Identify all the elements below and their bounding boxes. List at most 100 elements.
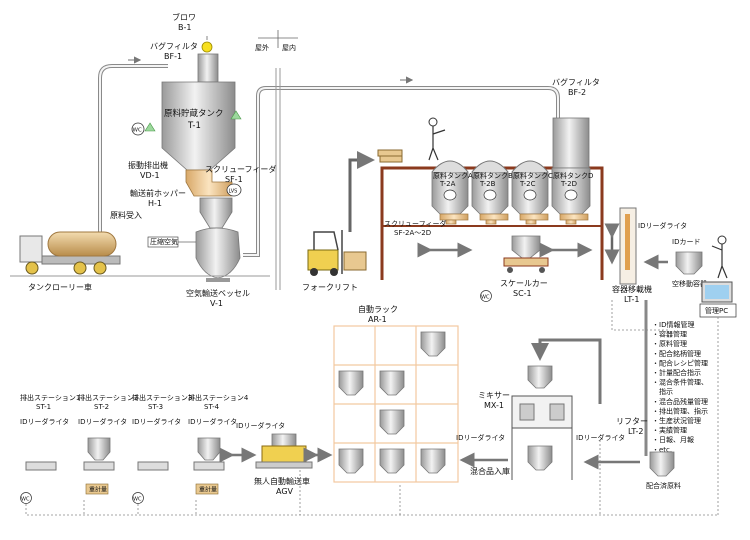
svg-text:WC: WC xyxy=(133,497,142,503)
container-transfer-id: LT-1 xyxy=(624,295,639,304)
bag-filter-1-id: BF-1 xyxy=(164,52,182,61)
raw-receiving-label: 原料受入 xyxy=(110,210,142,220)
svg-text:LVS: LVS xyxy=(229,189,238,195)
mixer-container xyxy=(527,365,553,389)
pc-function-item: ・日報、月報 xyxy=(652,436,694,444)
pc-function-item: ・ID情報管理 xyxy=(652,320,694,329)
id-reader-st4-label: IDリーダライタ xyxy=(188,417,237,426)
discharge-2-id: ST-2 xyxy=(94,403,109,411)
agv-label: 無人自動輸送車 xyxy=(254,476,310,486)
pc-function-item: ・混合条件管理、 xyxy=(652,378,708,387)
triangle-icon xyxy=(230,110,242,120)
discharge-2-label: 排出ステーション2 xyxy=(78,393,138,402)
id-reader-st2-label: IDリーダライタ xyxy=(78,417,127,426)
triangle-icon xyxy=(144,122,156,132)
mixer-label: ミキサー xyxy=(478,391,510,400)
forklift-label: フォークリフト xyxy=(302,283,358,292)
agv-id: AGV xyxy=(276,487,294,496)
storage-tank-label: 原料貯蔵タンク xyxy=(164,108,224,119)
storage-tank-id: T-1 xyxy=(187,121,201,131)
weighing-2-label: 重計量 xyxy=(89,486,107,494)
discharge-3-id: ST-3 xyxy=(148,403,163,411)
tanker-truck xyxy=(19,231,121,275)
mixed-storage-label: 混合品入庫 xyxy=(470,466,510,476)
blower-id: B-1 xyxy=(178,23,191,32)
screw-feeder-2-id: SF-2A〜2D xyxy=(394,229,431,237)
mixed-material-label: 配合済原料 xyxy=(646,481,681,490)
container-transfer-label: 容器移載機 xyxy=(612,284,652,294)
screw-feeder-1-label: スクリューフィーダ xyxy=(205,164,276,174)
screw-feeder-2-label: スクリューフィーダ xyxy=(384,219,446,228)
management-pc-icon xyxy=(701,281,733,303)
bag-filter-1-label: バグフィルタ xyxy=(150,41,198,51)
wc-icon xyxy=(480,290,492,302)
raw-tank-d-id: T-2D xyxy=(560,180,577,188)
id-reader-mixed-label: IDリーダライタ xyxy=(456,433,505,442)
id-reader-1-label: IDリーダライタ xyxy=(638,221,687,230)
auto-rack-label: 自動ラック xyxy=(358,304,398,314)
bag-filter-1 xyxy=(197,53,219,83)
id-reader-mixer-label: IDリーダライタ xyxy=(576,433,625,442)
discharge-1-label: 排出ステーション1 xyxy=(20,393,80,402)
empty-container xyxy=(675,251,703,275)
pc-function-item: ・配合レシピ管理 xyxy=(652,358,708,367)
pc-function-item: ・計量配合指示 xyxy=(652,368,701,377)
indoor-label: 屋内 xyxy=(282,43,296,52)
lifter-id: LT-2 xyxy=(628,427,643,436)
id-card-label: IDカード xyxy=(672,238,700,246)
weighing-4-label: 重計量 xyxy=(199,486,217,494)
pc-function-list: ・ID情報管理・容器管理・原料管理・配合銘柄管理・配合レシピ管理・計量配合指示・… xyxy=(652,320,708,454)
screw-feeder-1-id: SF-1 xyxy=(225,175,243,184)
wc-icon xyxy=(20,492,144,504)
operator-icon xyxy=(711,235,728,279)
svg-text:WC: WC xyxy=(21,497,30,503)
discharge-1-id: ST-1 xyxy=(36,403,51,411)
id-reader-st3-label: IDリーダライタ xyxy=(132,417,181,426)
pre-hopper-label: 輸送前ホッパー xyxy=(130,188,186,198)
bag-stack-icon xyxy=(377,149,403,163)
bag-filter-2-label: バグフィルタ xyxy=(552,77,600,87)
pneumatic-vessel-label: 空気輸送ベッセル xyxy=(186,288,250,298)
pc-function-item: ・実績管理 xyxy=(652,426,687,435)
pc-function-item: ・etc. xyxy=(652,446,672,454)
raw-tank-c-id: T-2C xyxy=(519,180,536,188)
svg-text:WC: WC xyxy=(481,295,490,301)
discharge-station xyxy=(25,437,225,471)
rack-container xyxy=(338,331,446,474)
raw-tank-a-label: 原料タンクA xyxy=(433,171,473,180)
agv-vehicle xyxy=(255,433,313,469)
raw-tank-b-label: 原料タンクB xyxy=(473,171,513,180)
pc-function-item: ・配合銘柄管理 xyxy=(652,349,701,358)
pc-function-item: 指示 xyxy=(652,387,673,396)
vibrating-discharger-label: 振動排出機 xyxy=(128,160,168,170)
mixer-id: MX-1 xyxy=(484,401,504,410)
outdoor-label: 屋外 xyxy=(255,43,269,52)
screw-feeder-2 xyxy=(439,213,589,225)
weighing-4-badge xyxy=(195,483,219,495)
worker-icon xyxy=(428,117,446,161)
vibrating-discharger-id: VD-1 xyxy=(140,171,160,180)
pc-function-item: ・原料管理 xyxy=(652,339,687,348)
lvs-icon xyxy=(443,189,578,201)
pre-transport-hopper xyxy=(199,197,233,229)
pneumatic-vessel xyxy=(195,227,241,279)
blower-icon xyxy=(201,41,213,53)
scale-car-label: スケールカー xyxy=(500,279,548,288)
auto-rack-id: AR-1 xyxy=(368,315,387,324)
network-line xyxy=(25,504,718,516)
lifter-label: リフター xyxy=(616,417,648,426)
raw-tank-d-label: 原料タンクD xyxy=(553,171,593,180)
raw-tank-c-label: 原料タンクC xyxy=(513,171,553,180)
blower-label: ブロワ xyxy=(172,12,196,22)
id-reader-agv-label: IDリーダライタ xyxy=(236,421,285,430)
pneumatic-vessel-id: V-1 xyxy=(210,299,223,308)
pre-hopper-id: H-1 xyxy=(148,199,162,208)
scale-car xyxy=(503,235,549,273)
mixed-material-container xyxy=(649,451,675,477)
discharge-4-id: ST-4 xyxy=(204,403,220,411)
id-reader-st1-label: IDリーダライタ xyxy=(20,417,69,426)
management-pc-label: 管理PC xyxy=(705,306,728,315)
svg-text:WC: WC xyxy=(133,128,142,134)
raw-tank-b-id: T-2B xyxy=(479,180,496,188)
